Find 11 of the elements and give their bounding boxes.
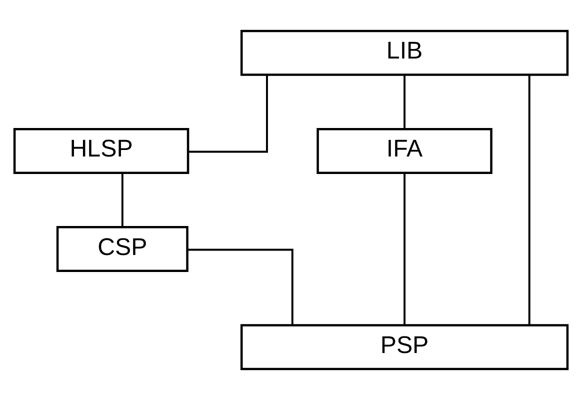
connector [404,75,406,129]
node-box: PSP [240,324,569,370]
node-box: IFA [316,128,492,174]
connector [121,173,124,227]
node-box: CSP [56,226,188,272]
node-box: LIB [240,30,569,76]
connector [404,173,406,325]
node-box: HLSP [13,128,190,174]
connector [528,75,530,326]
connector [188,74,268,153]
connector [188,248,294,325]
